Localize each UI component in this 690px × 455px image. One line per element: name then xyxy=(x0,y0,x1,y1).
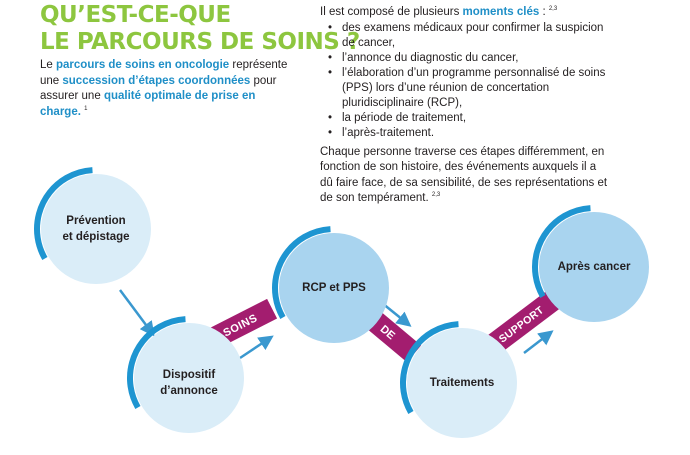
temperament-paragraph: Chaque personne traverse ces étapes diff… xyxy=(320,145,610,206)
intro-paragraph: Le parcours de soins en oncologie représ… xyxy=(40,58,290,120)
node-prevention xyxy=(33,166,158,291)
intro-reference: 1 xyxy=(84,105,88,112)
node-label-prevention: Prévention et dépistage xyxy=(62,213,129,245)
arrow-icon xyxy=(523,330,554,354)
node-label-apres-cancer: Après cancer xyxy=(558,259,631,275)
node-annonce xyxy=(127,316,251,440)
paragraph-text: Chaque personne traverse ces étapes diff… xyxy=(320,146,608,204)
node-label-line: Prévention xyxy=(66,215,126,227)
node-label-line: d’annonce xyxy=(160,385,218,397)
page-title: QU’EST-CE-QUE LE PARCOURS DE SOINS ? xyxy=(40,2,360,56)
list-item: la période de traitement, xyxy=(328,111,618,126)
moments-lead-colon: : xyxy=(539,6,546,18)
list-item: des examens médicaux pour confirmer la s… xyxy=(328,21,618,51)
list-item: l’après-traitement. xyxy=(328,126,618,141)
node-apres-cancer xyxy=(531,205,656,329)
node-label-traitements: Traitements xyxy=(430,375,495,391)
intro-text-1: Le xyxy=(40,59,56,71)
intro-highlight-parcours: parcours de soins en oncologie xyxy=(56,59,230,71)
arrow-icon xyxy=(118,289,155,337)
node-label-line: RCP et PPS xyxy=(302,282,366,294)
moments-list: des examens médicaux pour confirmer la s… xyxy=(328,21,618,141)
intro-highlight-succession: succession d’étapes coordonnées xyxy=(62,74,251,87)
moments-reference: 2,3 xyxy=(548,6,558,13)
intro-highlight-qualite: qualité optimale de prise en charge. xyxy=(40,90,256,118)
intro-text-2: représente une xyxy=(40,59,288,87)
node-label-line: Après cancer xyxy=(557,261,631,273)
node-label-line: et dépistage xyxy=(62,231,130,243)
node-label-line: Dispositif xyxy=(162,369,216,381)
node-rcp xyxy=(272,226,396,350)
moments-lead: Il est composé de plusieurs moments clés… xyxy=(320,5,650,20)
list-item: l’élaboration d’un programme personnalis… xyxy=(328,66,618,111)
title-line-1: QU’EST-CE-QUE xyxy=(40,2,231,28)
node-label-annonce: Dispositif d’annonce xyxy=(160,367,218,399)
title-line-2: LE PARCOURS DE SOINS ? xyxy=(40,29,360,55)
list-item: l’annonce du diagnostic du cancer, xyxy=(328,51,618,66)
arrow-icon xyxy=(239,335,274,360)
paragraph-reference: 2,3 xyxy=(431,192,441,199)
node-label-line: Traitements xyxy=(429,377,495,389)
arrow-icon xyxy=(381,302,412,327)
moments-lead-highlight: moments clés xyxy=(462,6,540,18)
node-label-rcp: RCP et PPS xyxy=(302,280,366,296)
node-traitements xyxy=(400,321,525,445)
moments-lead-text: Il est composé de plusieurs xyxy=(320,6,463,18)
intro-text-3: pour assurer une xyxy=(40,74,277,103)
